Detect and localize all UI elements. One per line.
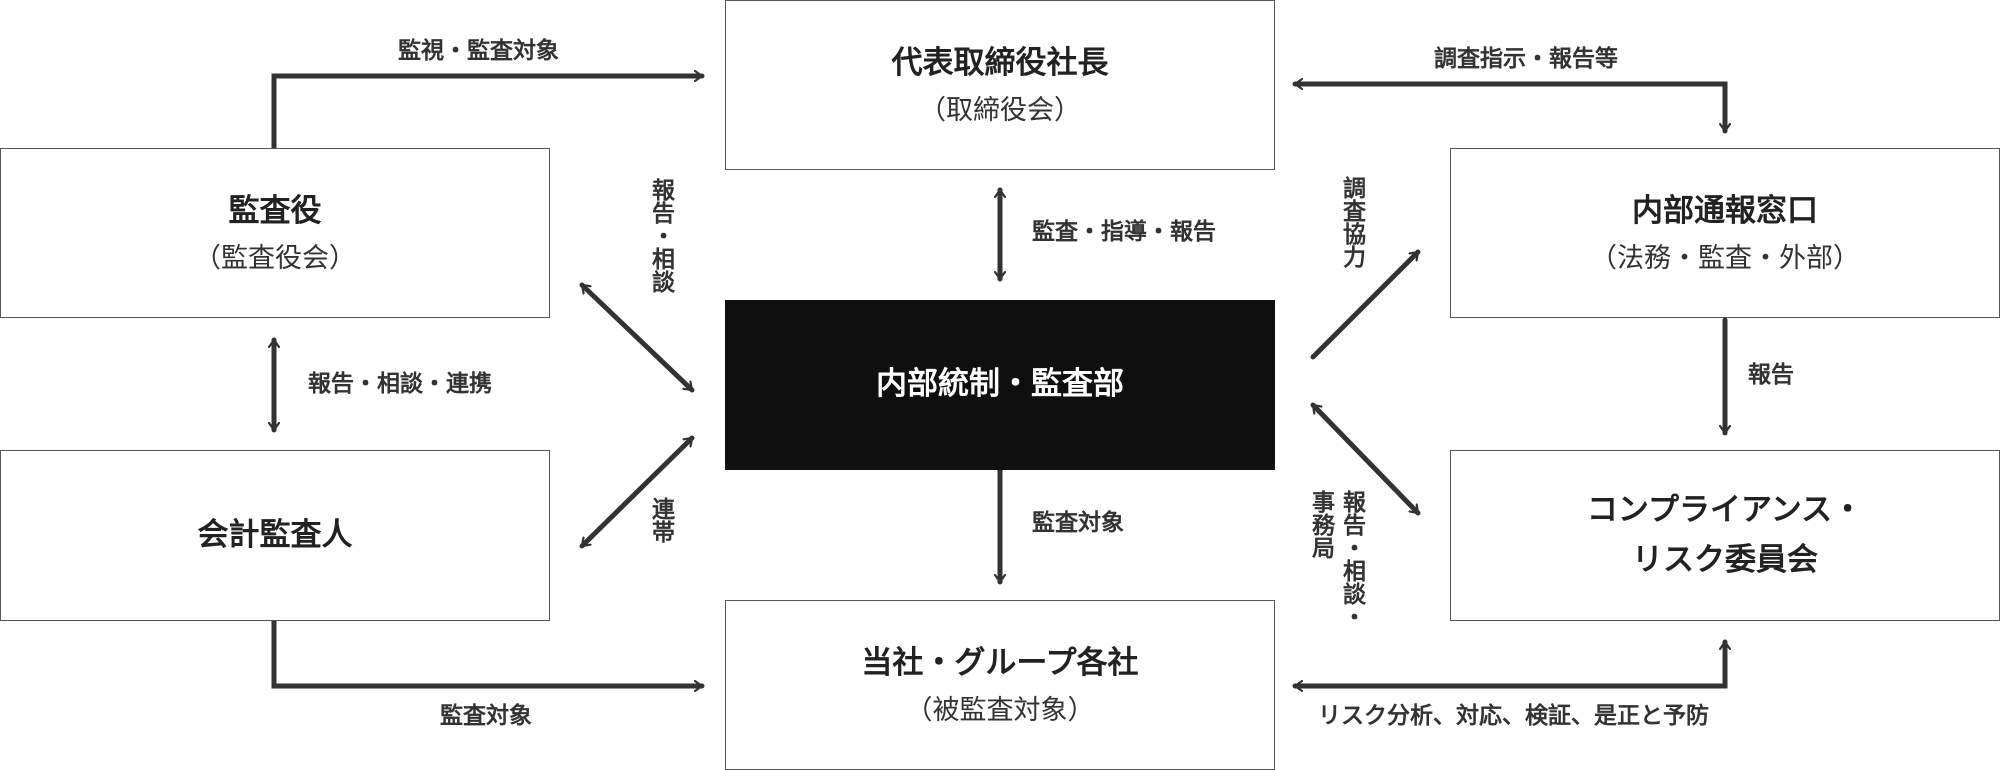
node-group-companies-title: 当社・グループ各社: [861, 644, 1139, 681]
edge-label-auditor-president: 監視・監査対象: [398, 38, 559, 64]
node-president: 代表取締役社長 （取締役会）: [725, 0, 1275, 170]
node-whistleblowing-title: 内部通報窓口: [1632, 192, 1818, 229]
edge-label-auditor-internal-audit: 報告・相談: [647, 178, 674, 293]
edge-label-internal-audit-group: 監査対象: [1032, 510, 1124, 536]
arrow-compliance-group: [1292, 639, 1725, 686]
node-whistleblowing-sub: （法務・監査・外部）: [1590, 243, 1860, 275]
edge-label-whistleblowing-compliance: 報告: [1748, 362, 1794, 388]
node-accounting-auditor-title: 会計監査人: [197, 516, 353, 553]
node-accounting-auditor: 会計監査人: [0, 450, 550, 621]
edge-label-president-whistleblowing: 調査指示・報告等: [1434, 46, 1618, 72]
node-president-sub: （取締役会）: [919, 95, 1081, 127]
node-internal-audit-title: 内部統制・監査部: [876, 366, 1124, 403]
edge-label-president-internal-audit: 監査・指導・報告: [1032, 219, 1216, 245]
edge-label-accounting-group: 監査対象: [440, 703, 532, 729]
node-internal-audit: 内部統制・監査部: [725, 300, 1275, 470]
node-president-title: 代表取締役社長: [891, 44, 1109, 81]
arrow-accounting-internal-audit: [579, 435, 695, 549]
arrow-auditor-to-president: [271, 76, 705, 151]
node-compliance-title-line1: コンプライアンス・: [1586, 492, 1864, 529]
edge-label-accounting-internal-audit: 連帯: [647, 497, 674, 543]
node-whistleblowing: 内部通報窓口 （法務・監査・外部）: [1450, 148, 2000, 318]
edge-label-auditor-accounting-auditor: 報告・相談・連携: [308, 371, 492, 397]
node-compliance-title-line2: リスク委員会: [1632, 541, 1818, 578]
arrow-internal-audit-to-whistleblowing: [1310, 249, 1421, 360]
arrow-internal-audit-compliance: [1310, 402, 1421, 516]
node-group-companies-sub: （被監査対象）: [905, 695, 1095, 727]
node-compliance: コンプライアンス・ リスク委員会: [1450, 450, 2000, 621]
edge-label-compliance-group: リスク分析、対応、検証、是正と予防: [1318, 703, 1709, 729]
node-group-companies: 当社・グループ各社 （被監査対象）: [725, 600, 1275, 770]
arrow-president-whistleblowing: [1292, 84, 1725, 134]
node-auditor: 監査役 （監査役会）: [0, 148, 550, 318]
edge-label-internal-audit-whistleblowing: 調査協力: [1338, 176, 1365, 268]
node-auditor-sub: （監査役会）: [194, 243, 356, 275]
edge-label-internal-audit-compliance-1: 報告・相談・: [1338, 490, 1365, 628]
node-auditor-title: 監査役: [228, 192, 322, 229]
arrow-auditor-internal-audit: [579, 282, 695, 393]
arrow-accounting-to-group: [271, 618, 705, 686]
edge-label-internal-audit-compliance-2: 事務局: [1307, 490, 1334, 559]
